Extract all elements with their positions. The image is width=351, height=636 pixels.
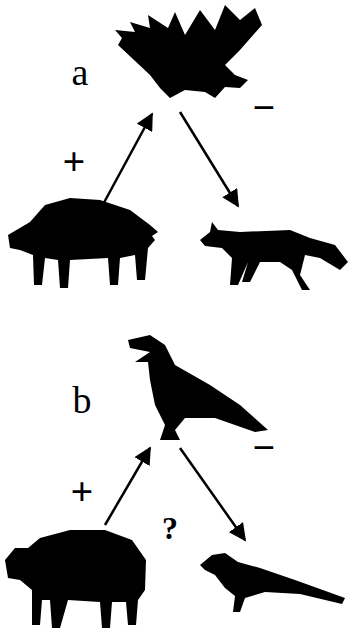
positive-arrow bbox=[105, 448, 150, 525]
fox-silhouette bbox=[200, 222, 348, 290]
panel-letter: b bbox=[73, 381, 92, 419]
interaction-sign: − bbox=[253, 88, 276, 128]
panel-letter: a bbox=[72, 53, 89, 91]
interaction-sign: + bbox=[71, 472, 94, 512]
interaction-sign: + bbox=[63, 142, 86, 182]
raven-silhouette bbox=[128, 335, 268, 440]
negative-arrow bbox=[180, 448, 245, 540]
negative-arrow bbox=[180, 112, 238, 206]
interaction-sign: − bbox=[253, 428, 276, 468]
boar-silhouette bbox=[8, 198, 158, 288]
question-mark: ? bbox=[162, 512, 178, 544]
positive-arrow bbox=[100, 114, 152, 210]
magpie-silhouette bbox=[200, 553, 345, 612]
eagle-silhouette bbox=[115, 5, 262, 98]
sheep-silhouette bbox=[5, 530, 146, 628]
